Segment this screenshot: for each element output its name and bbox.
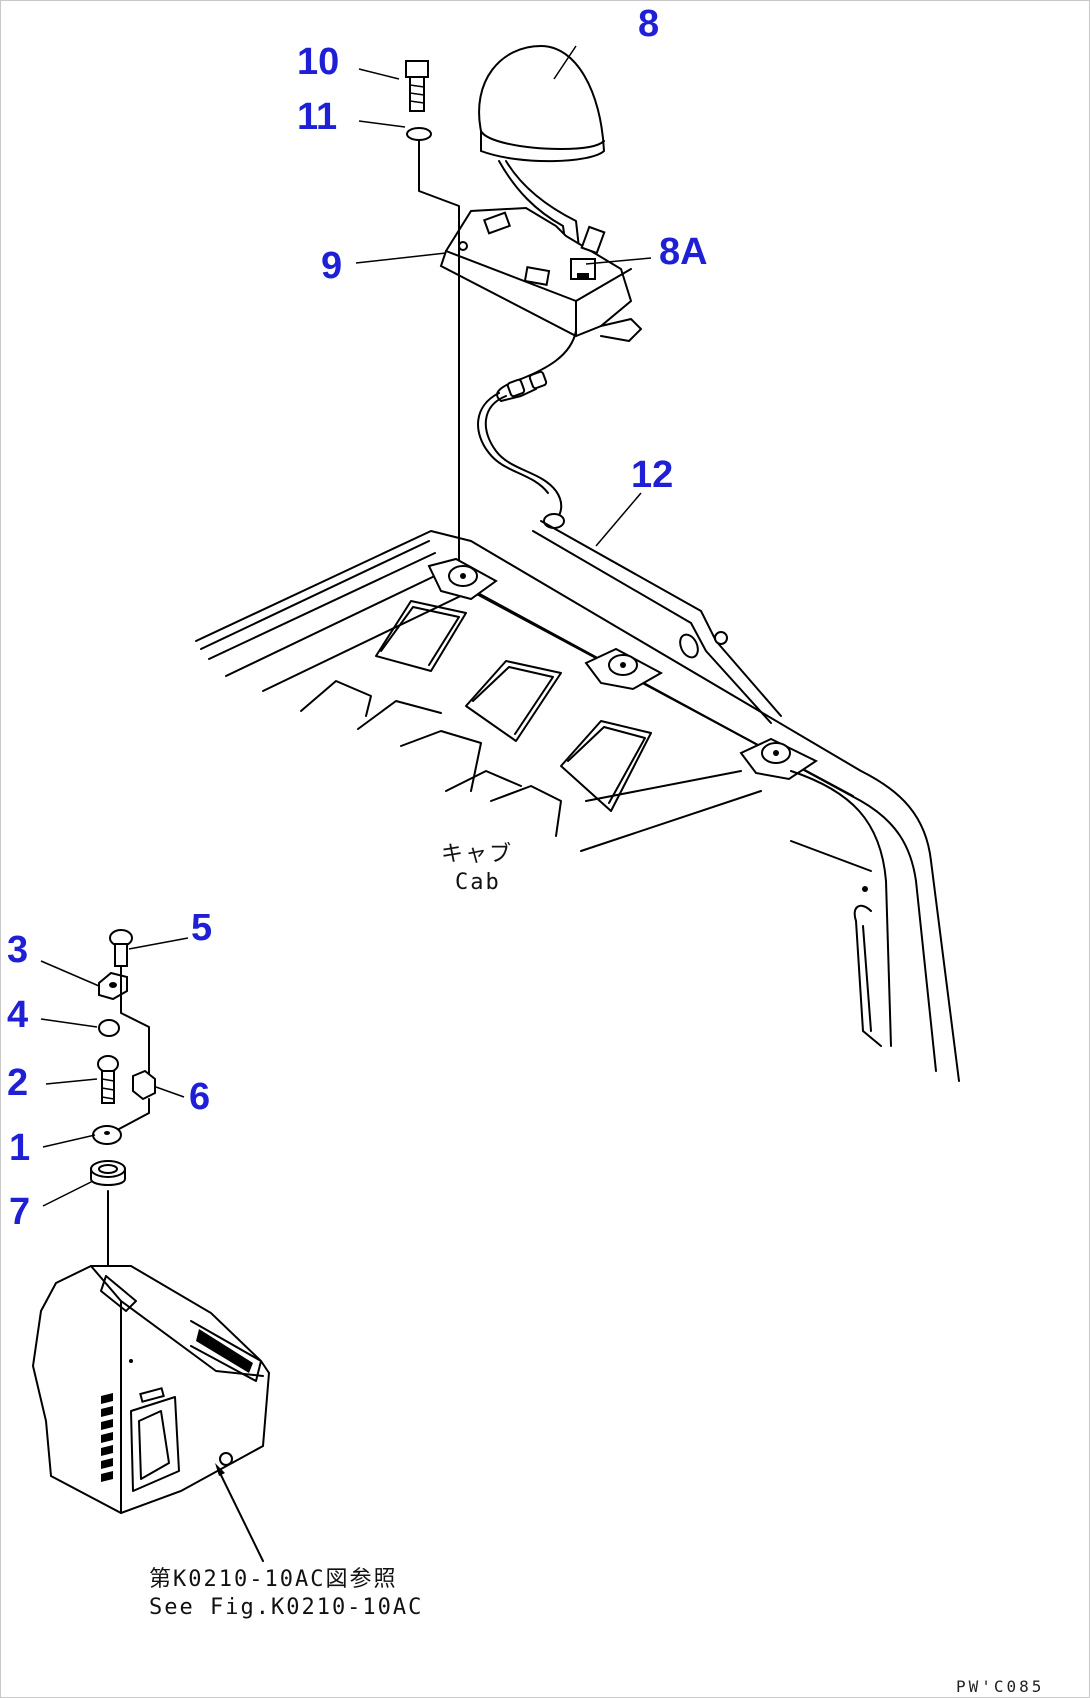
seal-7 bbox=[90, 1160, 126, 1186]
mount-pad-1 bbox=[427, 557, 498, 601]
callout-6: 6 bbox=[189, 1076, 211, 1118]
washer-4 bbox=[98, 1019, 120, 1037]
cab-label: キャブ Cab bbox=[441, 841, 513, 896]
callout-11: 11 bbox=[297, 96, 338, 138]
nut-3 bbox=[98, 971, 128, 1001]
cab-label-jp: キャブ bbox=[441, 842, 514, 867]
callout-3: 3 bbox=[7, 929, 29, 971]
callout-1: 1 bbox=[9, 1127, 31, 1169]
mount-pad-2 bbox=[584, 647, 664, 691]
washer-1 bbox=[92, 1125, 122, 1145]
bolt-10 bbox=[405, 60, 429, 112]
reference-note-jp: 第K0210-10AC図参照 bbox=[149, 1567, 398, 1592]
cab-label-en: Cab bbox=[455, 869, 501, 895]
callout-10: 10 bbox=[297, 41, 340, 83]
callout-leaders bbox=[40, 45, 652, 1207]
reference-note-en: See Fig.K0210-10AC bbox=[149, 1594, 424, 1620]
wiring-harness bbox=[477, 330, 577, 529]
callout-4: 4 bbox=[7, 994, 29, 1036]
callout-2: 2 bbox=[7, 1062, 29, 1104]
callout-12: 12 bbox=[631, 454, 674, 496]
nut-6 bbox=[132, 1069, 156, 1101]
callout-8a: 8A bbox=[659, 231, 708, 273]
callout-5: 5 bbox=[191, 907, 213, 949]
bolt-2 bbox=[97, 1055, 119, 1104]
callout-9: 9 bbox=[321, 245, 343, 287]
washer-11 bbox=[406, 127, 432, 141]
callout-8: 8 bbox=[638, 3, 660, 45]
air-conditioner-unit bbox=[31, 1265, 271, 1515]
reference-note: 第K0210-10AC図参照 See Fig.K0210-10AC bbox=[149, 1566, 423, 1621]
cab-roof bbox=[195, 520, 960, 1082]
callout-7: 7 bbox=[9, 1191, 31, 1233]
drawing-code: PW'C085 bbox=[956, 1677, 1045, 1696]
beacon-lamp bbox=[478, 44, 606, 270]
mount-pad-3 bbox=[739, 737, 819, 781]
lamp-bracket bbox=[439, 206, 642, 342]
bolt-5 bbox=[109, 929, 133, 967]
